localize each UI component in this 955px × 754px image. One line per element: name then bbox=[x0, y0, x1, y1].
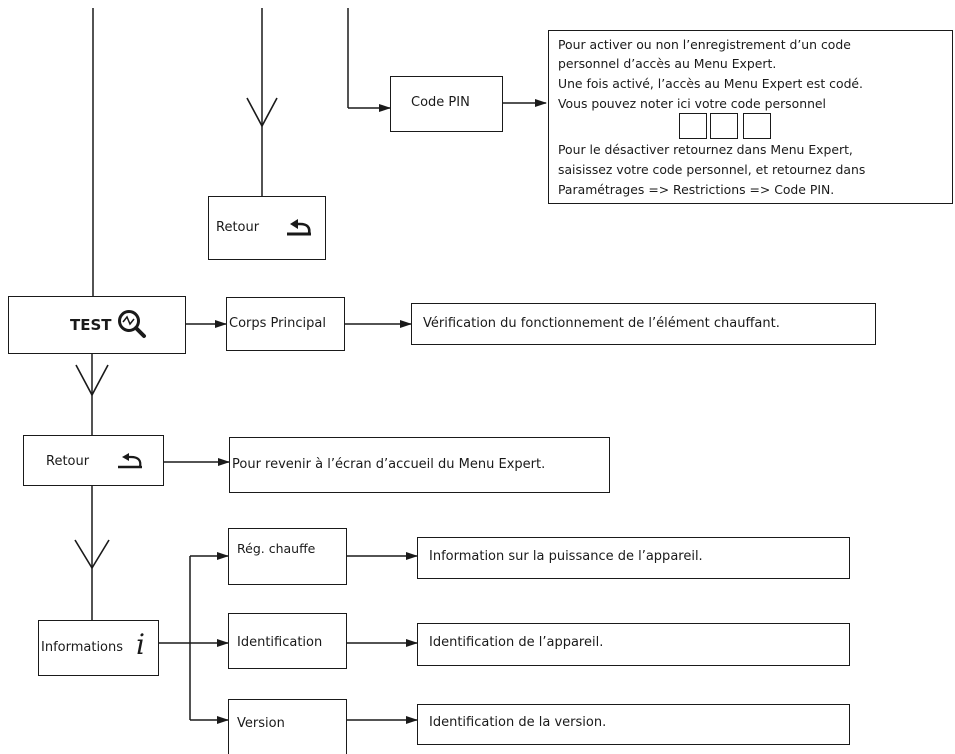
note-line: Vous pouvez noter ici votre code personn… bbox=[558, 96, 826, 111]
version-box: Version bbox=[228, 699, 347, 754]
magnifier-icon bbox=[118, 310, 146, 338]
reg-desc-box: Information sur la puissance de l’appare… bbox=[417, 537, 850, 579]
retour-desc: Pour revenir à l’écran d’accueil du Menu… bbox=[232, 457, 546, 472]
return-arrow-icon bbox=[287, 219, 311, 236]
note-line: Une fois activé, l’accès au Menu Expert … bbox=[558, 76, 863, 91]
reg-chauffe-box: Rég. chauffe bbox=[228, 528, 347, 585]
version-label: Version bbox=[237, 716, 285, 731]
code-pin-label: Code PIN bbox=[411, 95, 470, 110]
version-desc: Identification de la version. bbox=[429, 715, 607, 730]
identification-label: Identification bbox=[237, 635, 323, 650]
identification-box: Identification bbox=[228, 613, 347, 669]
reg-desc: Information sur la puissance de l’appare… bbox=[429, 549, 703, 564]
note-line: Pour le désactiver retournez dans Menu E… bbox=[558, 142, 853, 157]
informations-label: Informations bbox=[41, 640, 124, 655]
retour-label: Retour bbox=[46, 454, 90, 469]
down-chevron-icon bbox=[74, 97, 278, 570]
ident-desc-box: Identification de l’appareil. bbox=[417, 623, 850, 666]
version-desc-box: Identification de la version. bbox=[417, 704, 850, 745]
note-line: saisissez votre code personnel, et retou… bbox=[558, 162, 866, 177]
corps-desc-box: Vérification du fonctionnement de l’élém… bbox=[411, 303, 876, 345]
info-icon: i bbox=[136, 628, 145, 661]
retour-desc-box: Pour revenir à l’écran d’accueil du Menu… bbox=[229, 437, 610, 493]
pin-digit-box bbox=[679, 113, 707, 139]
note-line: Pour activer ou non l’enregistrement d’u… bbox=[558, 37, 851, 52]
test-label: TEST bbox=[70, 316, 112, 334]
pin-digit-box bbox=[743, 113, 771, 139]
corps-principal-box: Corps Principal bbox=[226, 297, 345, 351]
pin-note-box bbox=[548, 30, 953, 204]
ident-desc: Identification de l’appareil. bbox=[429, 635, 604, 650]
corps-desc: Vérification du fonctionnement de l’élém… bbox=[423, 316, 780, 331]
reg-chauffe-label: Rég. chauffe bbox=[237, 541, 316, 556]
retour-box: Retour bbox=[23, 435, 164, 486]
retour-top-label: Retour bbox=[216, 220, 260, 235]
pin-digit-box bbox=[710, 113, 738, 139]
return-arrow-icon bbox=[118, 453, 142, 469]
informations-box: Informations i bbox=[38, 620, 159, 676]
test-box: TEST bbox=[8, 296, 186, 354]
code-pin-box: Code PIN bbox=[390, 76, 503, 132]
retour-top-box: Retour bbox=[208, 196, 326, 260]
note-line: Paramétrages => Restrictions => Code PIN… bbox=[558, 182, 835, 197]
note-line: personnel d’accès au Menu Expert. bbox=[558, 56, 777, 71]
corps-principal-label: Corps Principal bbox=[229, 316, 326, 331]
